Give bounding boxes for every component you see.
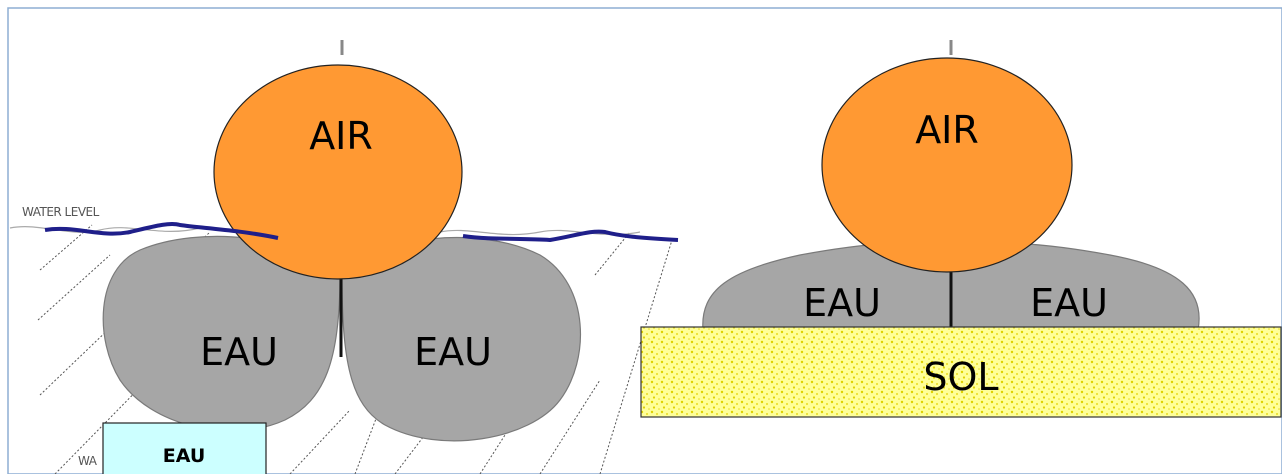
water-level-line-right: [462, 229, 679, 243]
water-level-line: [44, 221, 279, 240]
eau-label-right-2: EAU: [1030, 281, 1108, 325]
eau-box: [102, 422, 267, 474]
eau-label-left-1: EAU: [200, 330, 278, 374]
air-bubble-left: [213, 64, 463, 280]
eau-label-right-1: EAU: [803, 281, 881, 325]
right-diagram: AIR EAU EAU SOL: [640, 40, 1282, 418]
eau-label-left-2: EAU: [414, 330, 492, 374]
air-label-right: AIR: [915, 108, 979, 152]
soil-block: [640, 326, 1282, 418]
sol-label: SOL: [923, 355, 998, 399]
water-lobe-left: [102, 235, 341, 432]
eau-box-label: EAU: [163, 445, 206, 467]
water-level-bottom-label: WA: [78, 454, 98, 468]
water-level-label: WATER LEVEL: [22, 205, 100, 219]
air-bubble-right: [821, 57, 1073, 273]
left-diagram: WATER LEVEL WA AIR EAU EAU EAU: [9, 40, 679, 474]
air-label-left: AIR: [309, 114, 373, 158]
